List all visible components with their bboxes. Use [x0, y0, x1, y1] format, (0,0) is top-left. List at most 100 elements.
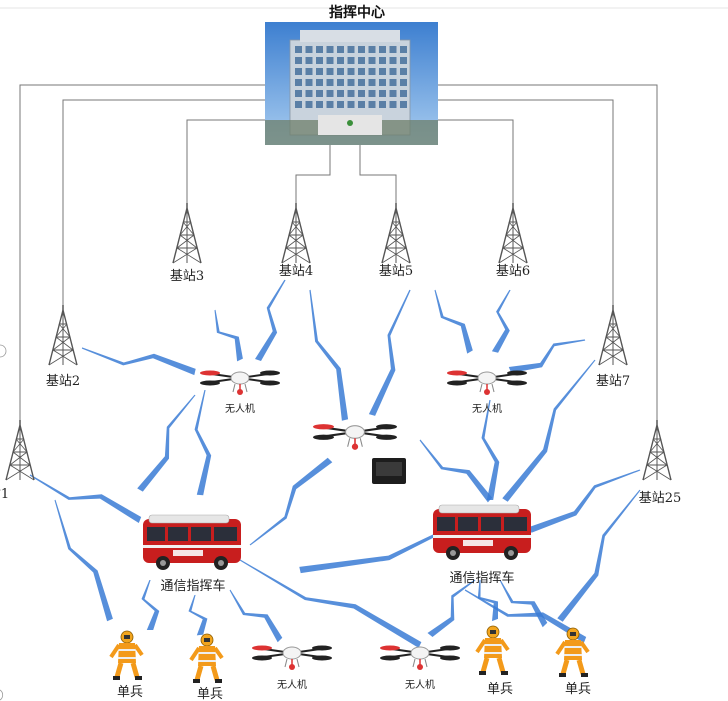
drone-icon [251, 644, 333, 671]
wireless-link-18 [557, 489, 641, 622]
drone-label: 无人机 [277, 678, 307, 691]
vehicle-icon [142, 514, 242, 571]
tower-icon [381, 202, 411, 264]
soldier-icon [477, 626, 508, 675]
wireless-link-15 [481, 400, 500, 500]
relay-drone [311, 423, 406, 484]
wireless-link-1 [81, 347, 196, 376]
soldier-label: 单兵 [117, 685, 143, 700]
wire-bs5 [359, 145, 397, 205]
wireless-link-14 [502, 359, 596, 502]
drone-icon [379, 644, 461, 671]
wireless-link-25 [499, 579, 548, 628]
soldier-2: 单兵 [191, 634, 223, 701]
drone-3: 无人机 [251, 644, 333, 691]
tower-icon [281, 202, 311, 264]
wireless-link-7 [255, 279, 286, 361]
drones: 无人机无人机无人机无人机 [199, 369, 528, 691]
base-station-7: 基站7 [596, 304, 630, 389]
tower-icon [498, 202, 528, 264]
wireless-link-24 [477, 579, 498, 622]
base-station-label: 基站2 [46, 374, 80, 389]
base-station-25: 基站25 [639, 419, 682, 506]
wireless-link-2 [29, 474, 142, 523]
wireless-link-8 [309, 289, 349, 421]
wire-bs6 [438, 119, 514, 205]
drone-2: 无人机 [446, 369, 528, 415]
drone-1: 无人机 [199, 369, 281, 415]
drone-icon [446, 369, 528, 396]
relay-drone-icon [311, 423, 399, 451]
wireless-link-27 [299, 519, 531, 574]
wire-bs3 [186, 119, 265, 205]
soldier-icon [111, 631, 142, 680]
tower-icon [642, 419, 672, 481]
base-stations: 基站1 基站2 基站3 基站4 基站5 基站6 基站7 基站25 [0, 202, 682, 506]
command-center-title: 指挥中心 [329, 4, 385, 21]
base-station-4: 基站4 [279, 202, 313, 279]
wired-links [19, 84, 658, 420]
base-station-2: 基站2 [46, 304, 80, 389]
wireless-link-4 [137, 394, 196, 492]
wireless-link-9 [368, 289, 411, 416]
wireless-link-11 [434, 289, 473, 354]
soldier-label: 单兵 [565, 682, 591, 697]
wireless-links [29, 279, 641, 648]
drone-label: 无人机 [472, 402, 502, 415]
command-vehicle-2: 通信指挥车 [432, 504, 532, 586]
base-station-label: 基站3 [170, 269, 204, 284]
vehicle-label: 通信指挥车 [160, 578, 225, 594]
wireless-link-12 [491, 289, 511, 353]
wireless-link-17 [528, 469, 641, 533]
base-station-1: 基站1 [0, 419, 35, 502]
soldier-3: 单兵 [477, 626, 513, 697]
drone-icon [199, 369, 281, 396]
tower-icon [172, 202, 202, 264]
base-station-5: 基站5 [379, 202, 413, 279]
base-station-label: 基站1 [0, 487, 9, 502]
wire-bs2 [62, 99, 265, 305]
command-center: 指挥中心 [265, 4, 438, 145]
vehicle-label: 通信指挥车 [449, 570, 514, 586]
tower-icon [5, 419, 35, 481]
soldier-4: 单兵 [557, 628, 591, 697]
wire-bs4 [295, 145, 331, 205]
wireless-link-23 [427, 579, 476, 637]
base-station-label: 基站25 [639, 491, 682, 506]
wireless-link-6 [214, 309, 243, 362]
wireless-link-20 [141, 580, 160, 630]
base-station-label: 基站6 [496, 264, 530, 279]
soldier-icon [557, 628, 588, 677]
wireless-link-13 [508, 339, 586, 373]
tower-icon [598, 304, 628, 366]
drone-label: 无人机 [225, 402, 255, 415]
soldier-icon [191, 634, 222, 683]
soldier-label: 单兵 [197, 687, 223, 701]
soldier-label: 单兵 [487, 682, 513, 697]
command-vehicle-1: 通信指挥车 [142, 514, 242, 594]
wire-bs1 [19, 84, 265, 420]
wireless-link-3 [54, 499, 113, 622]
base-station-6: 基站6 [496, 202, 530, 279]
soldier-1: 单兵 [111, 631, 143, 700]
base-station-3: 基站3 [170, 202, 204, 284]
base-station-label: 基站7 [596, 374, 630, 389]
tower-icon [48, 304, 78, 366]
vehicle-icon [432, 504, 532, 561]
wireless-link-26 [464, 589, 587, 643]
drone-4: 无人机 [379, 644, 461, 691]
wire-bs7 [438, 99, 614, 305]
soldiers: 单兵 单兵 单兵 单兵 [111, 626, 591, 701]
wireless-link-16 [419, 439, 493, 503]
wireless-link-10 [249, 457, 333, 546]
wireless-link-5 [194, 390, 212, 496]
drone-label: 无人机 [405, 678, 435, 691]
wireless-link-19 [239, 559, 422, 648]
wireless-link-22 [229, 589, 283, 643]
wireless-link-21 [188, 594, 208, 636]
base-station-label: 基站4 [279, 264, 313, 279]
base-station-label: 基站5 [379, 264, 413, 279]
